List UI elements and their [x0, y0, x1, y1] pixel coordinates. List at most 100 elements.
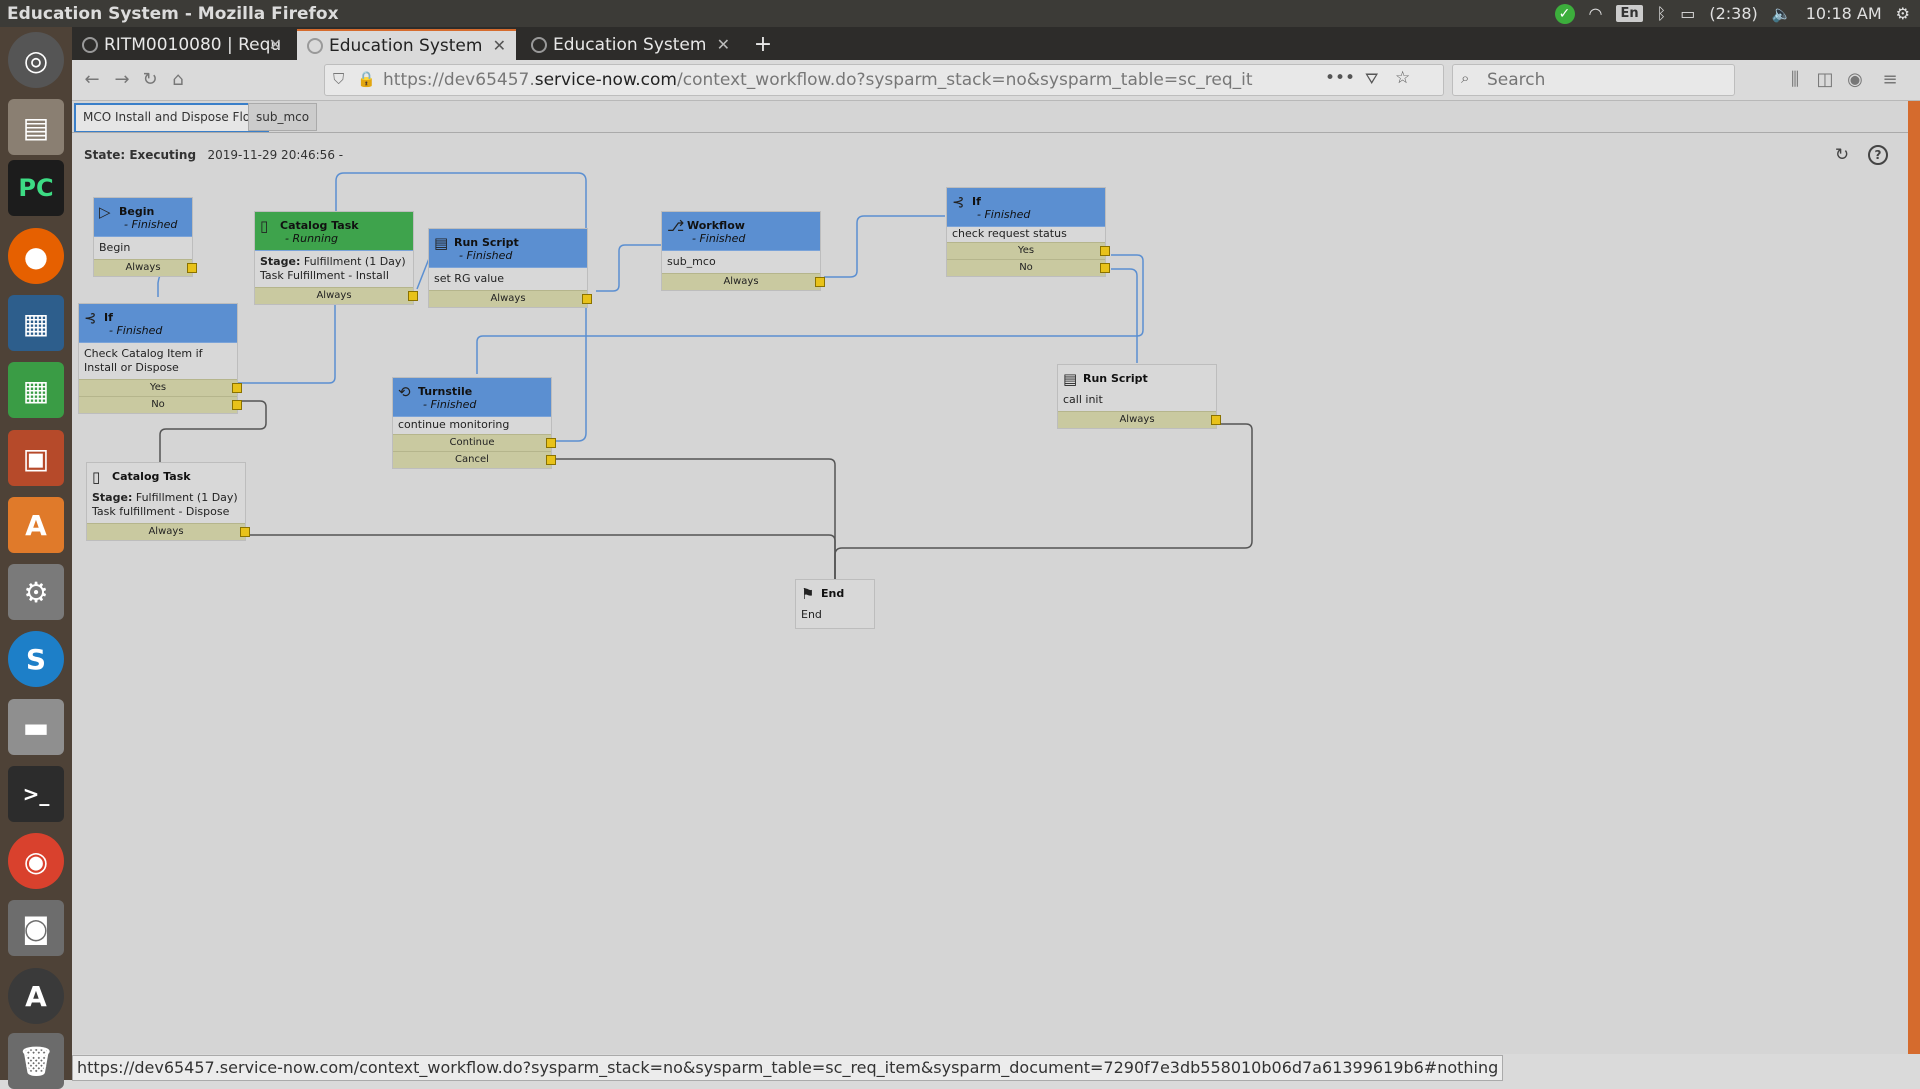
battery-icon[interactable]: ▭ [1680, 4, 1696, 23]
node-catalog-task-dispose[interactable]: ▯ Catalog Task Stage: Fulfillment (1 Day… [86, 462, 250, 541]
tab-sub-mco[interactable]: sub_mco [248, 103, 318, 131]
firefox-icon[interactable]: ● [8, 228, 64, 284]
battery-time[interactable]: (2:38) [1709, 4, 1758, 23]
condition-always[interactable]: Always [662, 273, 825, 290]
condition-no[interactable]: No [79, 396, 242, 413]
node-end[interactable]: ⚑ End End [795, 579, 875, 629]
connector-handle[interactable] [1100, 246, 1110, 256]
node-title: Workflow [687, 219, 745, 232]
condition-always[interactable]: Always [87, 523, 250, 540]
condition-cancel[interactable]: Cancel [393, 451, 556, 468]
clock[interactable]: 10:18 AM [1805, 4, 1882, 23]
update-ok-icon[interactable]: ✓ [1554, 3, 1575, 24]
back-arrow-icon[interactable]: ← [84, 69, 100, 90]
condition-yes[interactable]: Yes [947, 242, 1110, 259]
node-workflow-sub-mco[interactable]: ⎇ Workflow - Finished sub_mco Always [661, 211, 825, 291]
home-icon[interactable]: ⌂ [172, 69, 184, 90]
connector-cat1-run1 [416, 255, 431, 290]
divider [72, 132, 1908, 133]
trash-icon[interactable]: 🗑 [8, 1033, 64, 1089]
node-if-request-status[interactable]: ⊰ If - Finished check request status Yes… [946, 187, 1110, 277]
connector-handle[interactable] [408, 291, 418, 301]
software-center-icon[interactable]: A [8, 497, 64, 553]
chrome-icon[interactable]: ◉ [8, 833, 64, 889]
tab-mco-install-dispose-flow[interactable]: MCO Install and Dispose Flow [74, 103, 269, 133]
node-catalog-task-install[interactable]: ▯ Catalog Task - Running Stage: Fulfillm… [254, 211, 418, 305]
url-text[interactable]: https://dev65457.service-now.com/context… [383, 70, 1253, 90]
settings-gear-icon[interactable]: ⚙ [1895, 4, 1910, 23]
condition-no[interactable]: No [947, 259, 1110, 276]
workflow-connections [157, 172, 1253, 579]
image-viewer-icon[interactable]: ▦ [8, 295, 64, 351]
sidebar-icon[interactable]: ◫ [1816, 69, 1834, 90]
spreadsheet-icon[interactable]: ▦ [8, 362, 64, 418]
skype-icon[interactable]: S [8, 631, 64, 687]
condition-always[interactable]: Always [94, 259, 197, 276]
library-icon[interactable]: ⫼ [1790, 69, 1800, 90]
refresh-icon[interactable]: ↻ [1834, 145, 1850, 165]
menu-hamburger-icon[interactable]: ≡ [1882, 69, 1898, 90]
workflow-page: MCO Install and Dispose Flow sub_mco Sta… [72, 101, 1908, 1054]
checkered-flag-icon: ⚑ [801, 585, 815, 603]
page-actions-icon[interactable]: ••• [1325, 68, 1356, 88]
node-run-script-set-rg[interactable]: ▤ Run Script - Finished set RG value Alw… [428, 228, 592, 308]
condition-yes[interactable]: Yes [79, 379, 242, 396]
connector-handle[interactable] [232, 383, 242, 393]
forward-arrow-icon[interactable]: → [114, 69, 130, 90]
ubuntu-logo-icon[interactable]: ◎ [8, 32, 64, 88]
disk-icon[interactable]: ▬ [8, 699, 64, 755]
connector-handle[interactable] [1100, 263, 1110, 273]
bookmark-star-icon[interactable]: ☆ [1395, 68, 1411, 88]
bluetooth-icon[interactable]: ᛒ [1656, 4, 1667, 23]
connector-handle[interactable] [546, 438, 556, 448]
page-scrollbar[interactable] [1908, 101, 1920, 1054]
connector-handle[interactable] [546, 455, 556, 465]
update-manager-icon[interactable]: A [8, 968, 64, 1024]
condition-always[interactable]: Always [1058, 411, 1221, 428]
node-run-script-call-init[interactable]: ▤ Run Script call init Always [1057, 364, 1221, 429]
connector-handle[interactable] [187, 263, 197, 273]
condition-always[interactable]: Always [429, 290, 592, 307]
pocket-icon[interactable]: ⛛ [1365, 69, 1379, 88]
file-cabinet-icon[interactable]: ▤ [8, 99, 64, 155]
connector-handle[interactable] [240, 527, 250, 537]
search-input[interactable] [1485, 69, 1729, 91]
new-tab-plus-icon[interactable]: + [753, 32, 773, 57]
connector-handle[interactable] [815, 277, 825, 287]
presentation-icon[interactable]: ▣ [8, 430, 64, 486]
camera-icon[interactable]: ◙ [8, 900, 64, 956]
os-top-bar: Education System - Mozilla Firefox ✓ ◠ E… [0, 0, 1920, 27]
shield-icon[interactable]: ⛉ [333, 70, 345, 88]
volume-muted-icon[interactable]: 🔈 [1771, 4, 1792, 23]
account-icon[interactable]: ◉ [1847, 69, 1863, 90]
connector-run2-end [834, 423, 1253, 579]
connector-handle[interactable] [232, 400, 242, 410]
close-tab-icon[interactable]: ✕ [492, 36, 506, 55]
condition-continue[interactable]: Continue [393, 434, 556, 451]
node-header: ▷ Begin - Finished [94, 198, 192, 237]
wifi-icon[interactable]: ◠ [1588, 4, 1603, 23]
close-tab-icon[interactable]: ✕ [268, 35, 282, 54]
node-status: - Finished [109, 324, 163, 337]
search-box[interactable]: ⌕ [1452, 64, 1735, 96]
condition-always[interactable]: Always [255, 287, 418, 304]
link-status-bar: https://dev65457.service-now.com/context… [72, 1055, 1504, 1081]
tab-ritm[interactable]: RITM0010080 | Requ ✕ [72, 29, 292, 60]
tab-education-system-active[interactable]: Education System ✕ [297, 29, 516, 60]
close-tab-icon[interactable]: ✕ [716, 35, 730, 54]
pycharm-icon[interactable]: PC [8, 160, 64, 216]
help-icon[interactable]: ? [1868, 145, 1888, 165]
tab-education-system[interactable]: Education System ✕ [521, 29, 740, 60]
lock-icon[interactable]: 🔒 [357, 70, 376, 88]
node-if-catalog-item[interactable]: ⊰ If - Finished Check Catalog Item if In… [78, 303, 242, 414]
connector-handle[interactable] [1211, 415, 1221, 425]
connector-handle[interactable] [582, 294, 592, 304]
terminal-icon[interactable]: >_ [8, 766, 64, 822]
keyboard-layout-indicator[interactable]: En [1616, 5, 1643, 22]
reload-icon[interactable]: ↻ [142, 69, 158, 90]
system-settings-icon[interactable]: ⚙ [8, 564, 64, 620]
node-turnstile[interactable]: ⟲ Turnstile - Finished continue monitori… [392, 377, 556, 469]
node-begin[interactable]: ▷ Begin - Finished Begin Always [93, 197, 197, 277]
connector-turn-cancel-end [552, 458, 836, 579]
url-bar[interactable]: ⛉ 🔒 https://dev65457.service-now.com/con… [324, 64, 1444, 96]
